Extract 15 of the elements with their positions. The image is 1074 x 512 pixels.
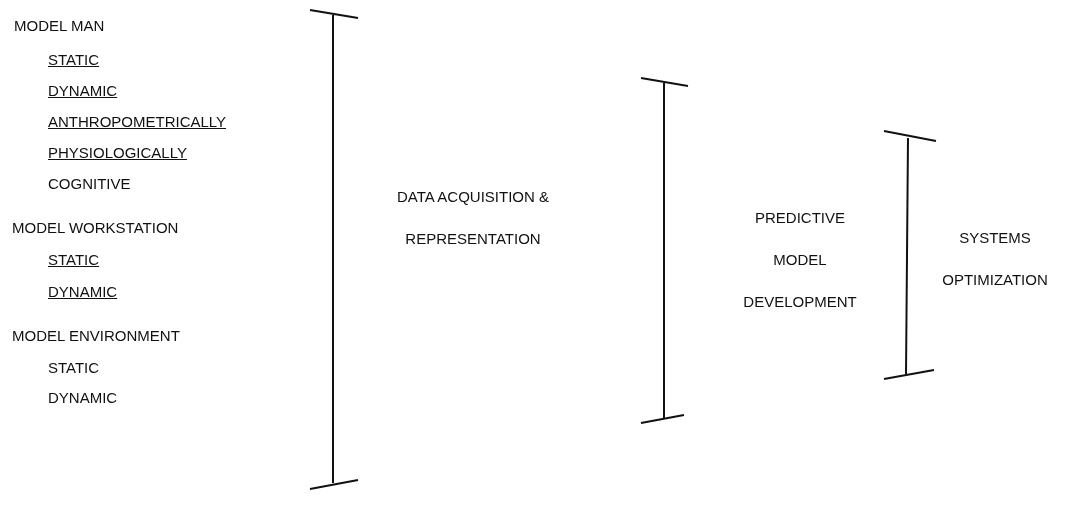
list-item: DYNAMIC (48, 389, 118, 407)
list-item: DYNAMIC (48, 82, 118, 100)
stage-label: DATA ACQUISITION & REPRESENTATION (396, 187, 550, 249)
list-item: PHYSIOLOGICALLY (48, 144, 187, 162)
list-item: STATIC (48, 251, 100, 269)
list-item: ANTHROPOMETRICALLY (48, 113, 227, 131)
heading: MODEL ENVIRONMENT (12, 327, 180, 345)
stage-label: PREDICTIVE MODEL DEVELOPMENT (742, 208, 858, 312)
heading: MODEL MAN (14, 17, 105, 35)
list-item: STATIC (48, 51, 100, 69)
list-item: COGNITIVE (48, 175, 131, 193)
heading: MODEL WORKSTATION (12, 219, 179, 237)
list-item: DYNAMIC (48, 283, 118, 301)
stage-label: SYSTEMS OPTIMIZATION (941, 228, 1049, 290)
list-item: STATIC (48, 359, 100, 377)
